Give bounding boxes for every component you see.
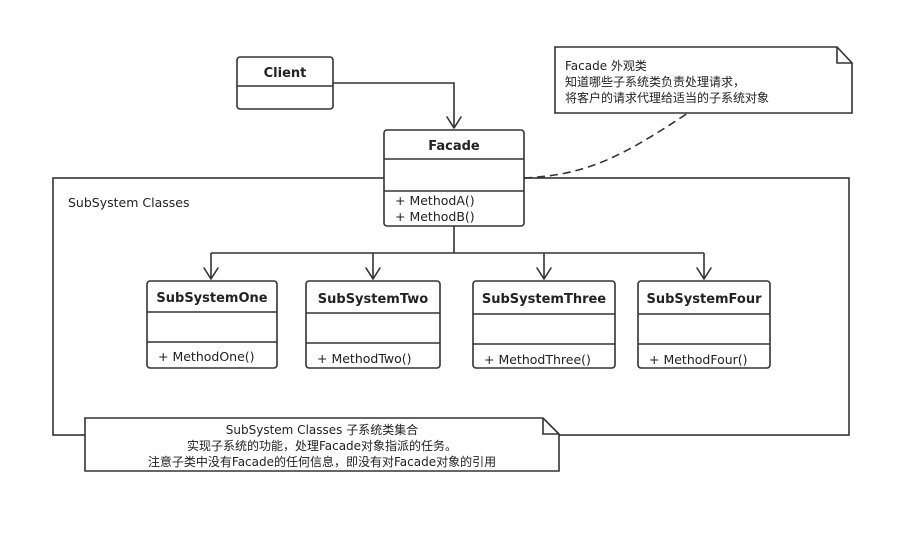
subsystem-note: SubSystem Classes 子系统类集合 实现子系统的功能，处理Faca… <box>84 417 560 472</box>
client-class: Client <box>236 56 334 110</box>
subsystem-three-arrowhead <box>536 267 552 280</box>
facade-note-line-3: 将客户的请求代理给适当的子系统对象 <box>565 90 769 105</box>
subsystem-four-method: + MethodFour() <box>649 352 748 367</box>
subsystem-four-class: SubSystemFour + MethodFour() <box>637 280 771 369</box>
subsystem-four-arrowhead <box>696 267 712 280</box>
subsystem-note-fold <box>542 418 559 435</box>
facade-class-name: Facade <box>428 139 480 154</box>
subsystem-three-box <box>472 280 616 369</box>
subsystem-three-name: SubSystemThree <box>482 292 606 307</box>
subsystem-one-name: SubSystemOne <box>156 291 267 306</box>
facade-method-b: + MethodB() <box>395 209 475 224</box>
subsystem-four-box <box>637 280 771 369</box>
subsystem-two-method: + MethodTwo() <box>317 351 412 366</box>
subsystem-three-method: + MethodThree() <box>484 352 591 367</box>
subsystem-one-box <box>146 280 278 369</box>
subsystem-two-box <box>305 280 441 369</box>
subsystem-note-line-3: 注意子类中没有Facade的任何信息，即没有对Facade对象的引用 <box>148 454 496 469</box>
subsystem-two-name: SubSystemTwo <box>318 292 429 307</box>
subsystem-note-line-2: 实现子系统的功能，处理Facade对象指派的任务。 <box>187 438 457 453</box>
facade-note-anchor-line <box>523 112 689 179</box>
facade-note-line-2: 知道哪些子系统类负责处理请求， <box>565 75 745 89</box>
subsystem-note-box <box>84 417 560 472</box>
facade-note-line-1: Facade 外观类 <box>565 59 647 73</box>
facade-subsystem-associations <box>203 226 712 280</box>
subsystem-one-class: SubSystemOne + MethodOne() <box>146 280 278 369</box>
client-class-box <box>236 56 334 110</box>
client-class-name: Client <box>264 66 307 81</box>
facade-note-box <box>554 46 853 114</box>
facade-note: Facade 外观类 知道哪些子系统类负责处理请求， 将客户的请求代理给适当的子… <box>523 46 853 179</box>
subsystem-one-method: + MethodOne() <box>158 349 255 364</box>
client-facade-association <box>333 82 462 129</box>
subsystem-two-arrowhead <box>365 267 381 280</box>
subsystem-four-name: SubSystemFour <box>646 292 762 307</box>
client-facade-arrowhead <box>446 116 462 129</box>
facade-note-fold <box>836 47 852 64</box>
subsystem-one-arrowhead <box>203 267 219 280</box>
client-facade-line <box>333 82 455 128</box>
subsystem-note-line-1: SubSystem Classes 子系统类集合 <box>226 422 418 437</box>
subsystem-three-class: SubSystemThree + MethodThree() <box>472 280 616 369</box>
facade-method-a: + MethodA() <box>395 193 475 208</box>
facade-class: Facade + MethodA() + MethodB() <box>383 129 525 227</box>
subsystem-frame-label: SubSystem Classes <box>68 195 189 210</box>
subsystem-two-class: SubSystemTwo + MethodTwo() <box>305 280 441 369</box>
